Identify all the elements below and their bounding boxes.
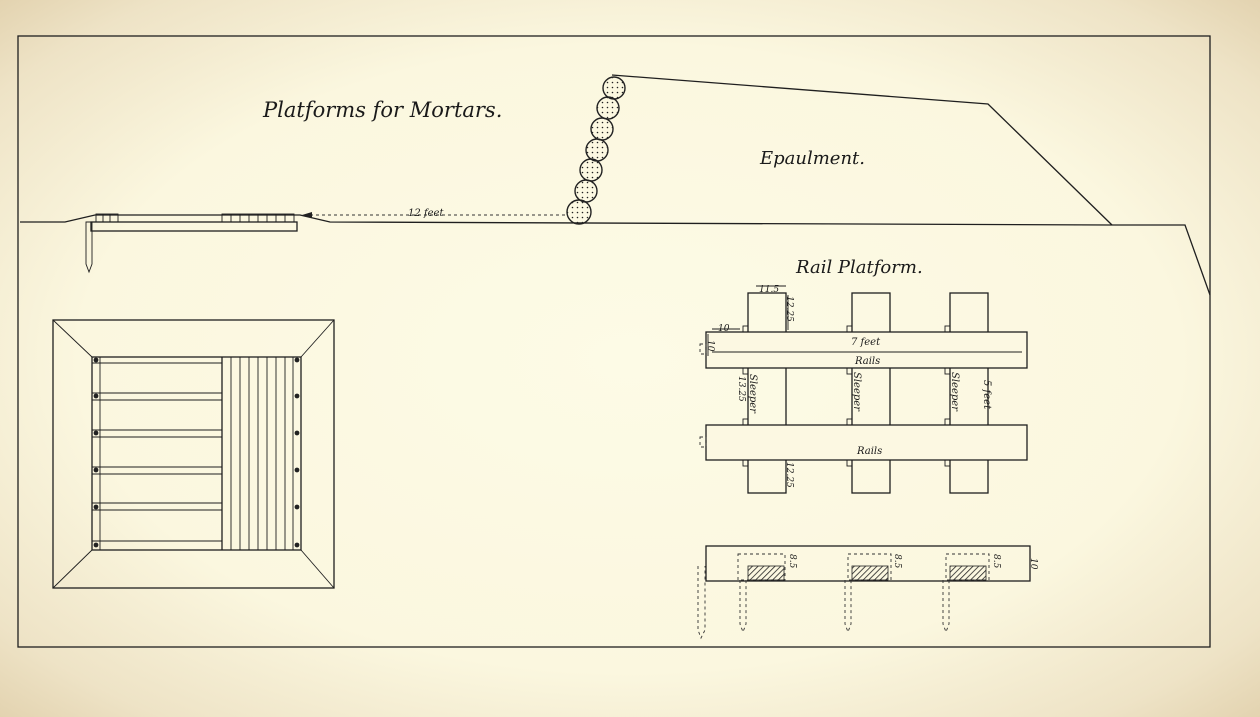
rail-section-middle <box>851 565 889 581</box>
dim-section-a: 8.5 <box>787 554 797 569</box>
rail-section-left <box>747 565 785 581</box>
rail-platform-section: 10 8.5 8.5 8.5 <box>697 545 1038 640</box>
dim-rail-width: 10 <box>718 324 730 334</box>
rail-label-top: Rails <box>854 356 880 367</box>
dim-section-c: 8.5 <box>991 554 1001 569</box>
dim-length: 7 feet <box>851 337 881 348</box>
platform-side-view <box>85 213 298 274</box>
ground-line <box>20 214 1211 296</box>
platform-plan-view <box>52 319 335 589</box>
dim-sleeper-depth-top: 12.25 <box>784 296 794 322</box>
dim-span: 5 feet <box>981 380 992 410</box>
sleeper-label-right: Sleeper <box>949 372 960 412</box>
dim-section-height: 10 <box>1028 558 1038 570</box>
epaulment-label: Epaulment. <box>759 148 865 169</box>
rail-platform-plan: Rails Rails 7 feet 11.5 10 12.25 10 13.2… <box>699 285 1028 494</box>
sleeper-label-left: Sleeper <box>747 374 758 414</box>
diagram-title: Platforms for Mortars. <box>262 98 502 122</box>
dim-sleeper-depth-bottom: 12.25 <box>784 462 794 488</box>
dim-sleeper-gap: 13.25 <box>736 376 746 402</box>
sleeper-left <box>747 292 787 494</box>
plate-border <box>17 35 1211 648</box>
sleeper-middle <box>851 292 891 494</box>
distance-label: 12 feet <box>408 208 444 219</box>
dim-section-b: 8.5 <box>892 554 902 569</box>
distance-dimension: 12 feet <box>302 208 566 219</box>
rail-platform-title: Rail Platform. <box>795 257 923 278</box>
sleeper-label-middle: Sleeper <box>851 372 862 412</box>
dim-sleeper-width: 11.5 <box>759 285 779 295</box>
dim-rail-height: 10 <box>705 340 715 352</box>
rail-label-bottom: Rails <box>856 446 882 457</box>
gabion-stack <box>566 76 626 225</box>
sleeper-right <box>949 292 989 494</box>
epaulment-outline <box>611 74 1113 226</box>
rail-section-right <box>949 565 987 581</box>
rail-bottom <box>705 424 1028 461</box>
